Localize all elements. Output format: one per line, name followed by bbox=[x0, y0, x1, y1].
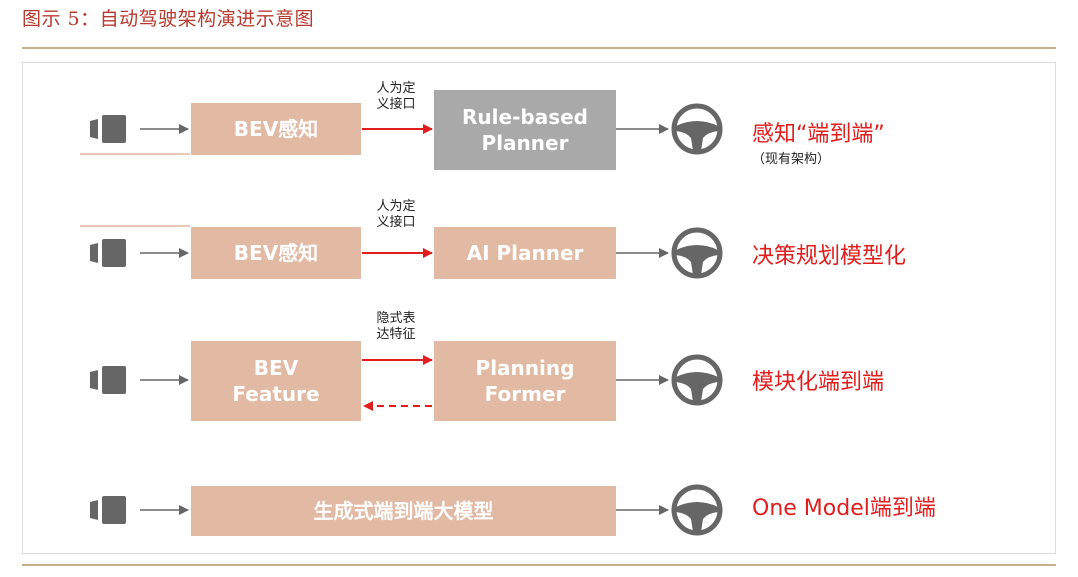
steering-wheel-icon bbox=[671, 227, 723, 279]
figure-title: 图示 5：自动驾驶架构演进示意图 bbox=[22, 8, 315, 30]
steering-wheel-icon bbox=[671, 103, 723, 155]
ai-planner-box: AI Planner bbox=[434, 227, 616, 279]
camera-icon bbox=[90, 239, 126, 267]
steering-wheel-icon bbox=[671, 484, 723, 536]
result-label: 模块化端到端 bbox=[752, 370, 885, 395]
interface-label: 人为定 义接口 bbox=[376, 81, 416, 112]
rule-based-planner-box: Rule-based Planner bbox=[434, 90, 616, 170]
generative-model-box: 生成式端到端大模型 bbox=[191, 486, 616, 536]
result-label: 感知“端到端” bbox=[752, 122, 885, 147]
bev-perception-box: BEV感知 bbox=[191, 227, 361, 279]
bottom-divider bbox=[22, 564, 1056, 566]
result-sublabel: （现有架构） bbox=[752, 152, 831, 167]
camera-icon bbox=[90, 115, 126, 143]
result-label: 决策规划模型化 bbox=[752, 244, 907, 269]
camera-icon bbox=[90, 496, 126, 524]
interface-label: 人为定 义接口 bbox=[376, 199, 416, 230]
top-divider bbox=[22, 47, 1056, 49]
bev-perception-box: BEV感知 bbox=[191, 103, 361, 155]
steering-wheel-icon bbox=[671, 354, 723, 406]
occlusion-patch bbox=[735, 517, 975, 547]
camera-icon bbox=[90, 366, 126, 394]
planning-former-box: Planning Former bbox=[434, 341, 616, 421]
bev-feature-box: BEV Feature bbox=[191, 341, 361, 421]
result-label: One Model端到端 bbox=[752, 496, 936, 521]
interface-label: 隐式表 达特征 bbox=[376, 311, 416, 342]
